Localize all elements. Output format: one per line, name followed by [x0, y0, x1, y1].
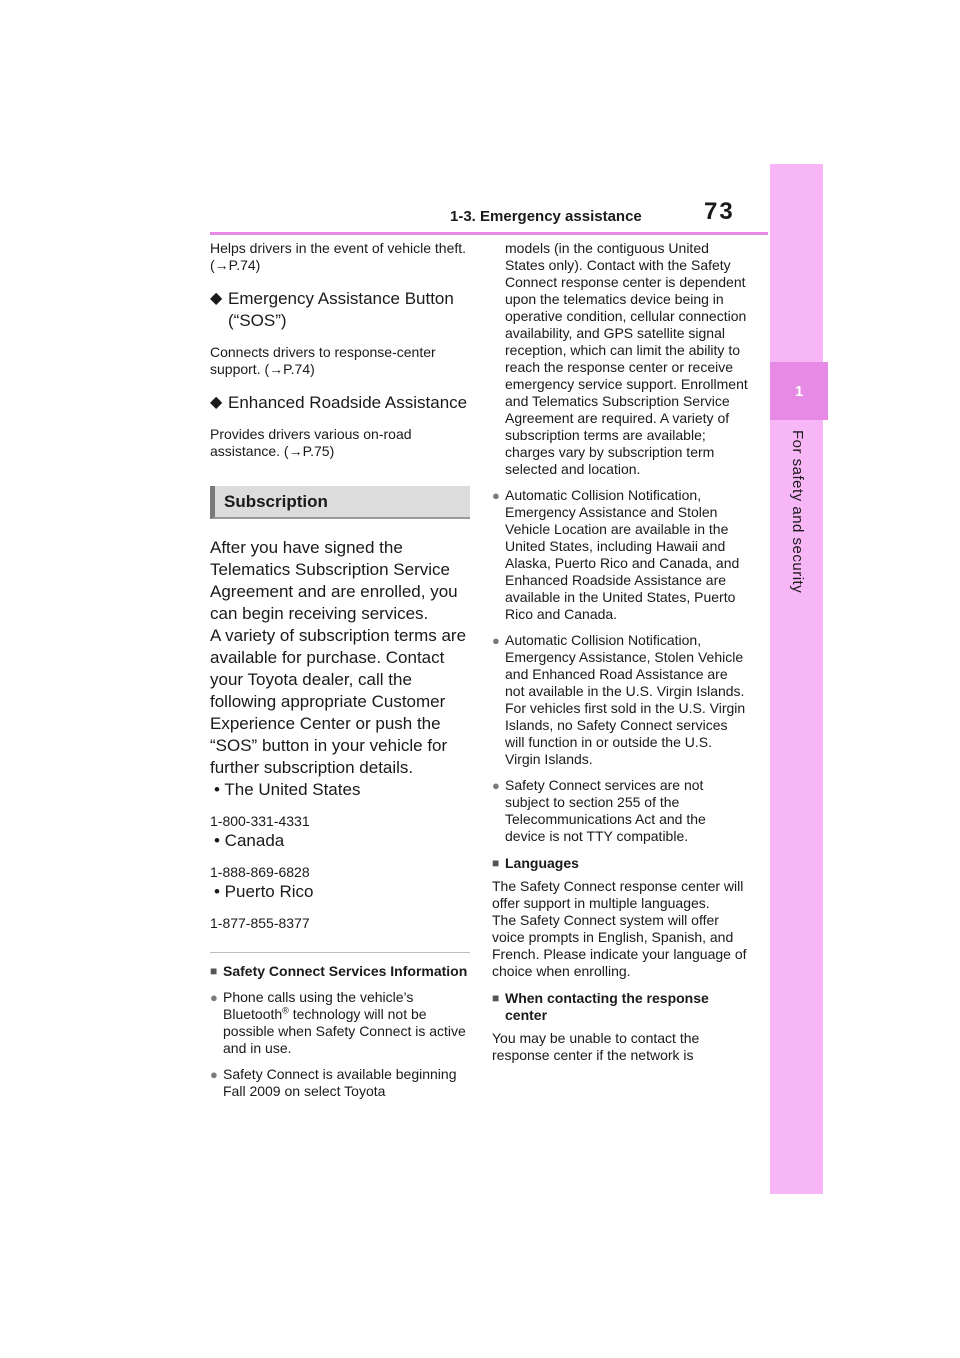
subscription-text: After you have signed the Telematics Sub…: [210, 538, 458, 623]
diamond-bullet-icon: ◆: [210, 394, 223, 411]
header-rule: [210, 232, 768, 235]
languages-text: The Safety Connect response center will …: [492, 878, 747, 979]
languages-heading: Languages: [505, 855, 579, 871]
list-item: ● Safety Connect services are not subjec…: [492, 777, 750, 845]
region-name: • Puerto Rico: [214, 882, 314, 901]
contact-heading-row: ■ When contacting the response center: [492, 990, 750, 1024]
list-item-text: Safety Connect services are not subject …: [505, 777, 706, 844]
list-item: ● Safety Connect is available beginning …: [210, 1066, 470, 1100]
list-item: ● Automatic Collision Notification, Emer…: [492, 487, 750, 623]
feature-title: Enhanced Roadside Assistance: [228, 393, 468, 412]
feature-desc: Connects drivers to response-center supp…: [210, 344, 436, 377]
right-column: models (in the contiguous United States …: [492, 240, 750, 1064]
list-item: ● Automatic Collision Notification, Emer…: [492, 632, 750, 768]
region-phone: 1-800-331-4331: [210, 813, 310, 829]
chapter-label: For safety and security: [770, 430, 823, 630]
subscription-heading-box: Subscription: [210, 486, 470, 519]
region-phone: 1-888-869-6828: [210, 864, 310, 880]
list-item-text: Phone calls using the vehicle’s Bluetoot…: [223, 989, 466, 1056]
circle-bullet-icon: ●: [492, 488, 500, 503]
feature-desc: Provides drivers various on-road assista…: [210, 426, 412, 459]
continued-text: models (in the contiguous United States …: [505, 240, 748, 477]
circle-bullet-icon: ●: [492, 778, 500, 793]
info-heading-row: ■ Safety Connect Services Information: [210, 963, 470, 980]
contact-heading: When contacting the response center: [505, 990, 709, 1023]
square-bullet-icon: ■: [210, 964, 218, 978]
subscription-text-2: A variety of subscription terms are avai…: [210, 626, 467, 777]
page-number: 73: [704, 198, 735, 225]
circle-bullet-icon: ●: [210, 990, 218, 1005]
contact-text: You may be unable to contact the respons…: [492, 1030, 700, 1063]
feature-title: Emergency Assistance Button (“SOS”): [228, 289, 454, 330]
chapter-number: 1: [794, 382, 804, 400]
square-bullet-icon: ■: [492, 991, 500, 1005]
feature-item: ◆ Emergency Assistance Button (“SOS”): [210, 288, 470, 332]
chapter-number-box: 1: [770, 362, 828, 420]
circle-bullet-icon: ●: [492, 633, 500, 648]
square-bullet-icon: ■: [492, 856, 500, 870]
list-item: ● Phone calls using the vehicle’s Blueto…: [210, 989, 470, 1057]
chapter-tab-strip: [770, 164, 823, 1194]
chapter-title: For safety and security: [789, 430, 806, 594]
list-item-text: Safety Connect is available beginning Fa…: [223, 1066, 457, 1099]
divider: [210, 952, 470, 953]
diamond-bullet-icon: ◆: [210, 290, 223, 307]
info-heading: Safety Connect Services Information: [223, 963, 468, 979]
subscription-heading: Subscription: [224, 491, 328, 511]
region-phone: 1-877-855-8377: [210, 915, 310, 931]
region-name: • The United States: [214, 780, 361, 799]
list-item-text: Automatic Collision Notification, Emerge…: [505, 487, 740, 622]
languages-heading-row: ■ Languages: [492, 855, 750, 872]
section-title: 1-3. Emergency assistance: [450, 208, 642, 225]
left-column: Helps drivers in the event of vehicle th…: [210, 240, 470, 1100]
theft-intro-text: Helps drivers in the event of vehicle th…: [210, 240, 467, 273]
list-item-text: Automatic Collision Notification, Emerge…: [505, 632, 746, 767]
circle-bullet-icon: ●: [210, 1067, 218, 1082]
region-name: • Canada: [214, 831, 285, 850]
feature-item: ◆ Enhanced Roadside Assistance: [210, 392, 470, 414]
